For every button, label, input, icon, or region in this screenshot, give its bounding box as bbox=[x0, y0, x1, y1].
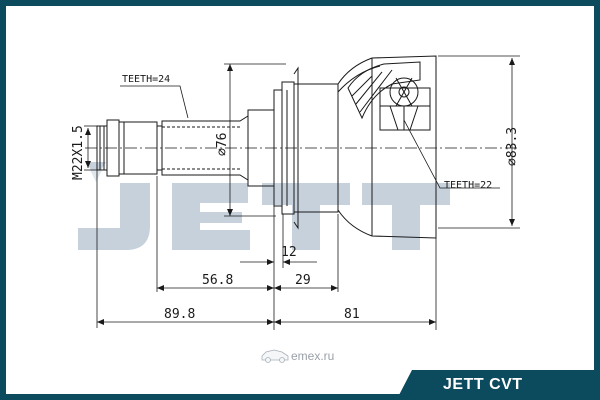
thread-size-label: M22X1.5 bbox=[71, 125, 86, 180]
dim-56-8-label: 56.8 bbox=[202, 273, 233, 288]
cv-joint-outline bbox=[85, 55, 520, 239]
car-silhouette-icon bbox=[261, 349, 289, 363]
teeth-outer-label: TEETH=24 bbox=[122, 74, 170, 85]
product-name: JETT CVT bbox=[443, 376, 523, 393]
dim-89-8-label: 89.8 bbox=[164, 307, 195, 322]
footer-brand-tab bbox=[398, 370, 597, 397]
dimension-lines bbox=[84, 55, 520, 330]
shaft-diameter-label: ⌀76 bbox=[215, 133, 230, 156]
dim-12-label: 12 bbox=[281, 245, 297, 260]
dim-29-label: 29 bbox=[295, 273, 311, 288]
housing-diameter-label: ⌀83.3 bbox=[505, 127, 520, 166]
dim-81-label: 81 bbox=[344, 307, 360, 322]
site-watermark: emex.ru bbox=[261, 349, 334, 363]
teeth-inner-label: TEETH=22 bbox=[444, 180, 492, 191]
site-watermark-text: emex.ru bbox=[291, 349, 334, 363]
